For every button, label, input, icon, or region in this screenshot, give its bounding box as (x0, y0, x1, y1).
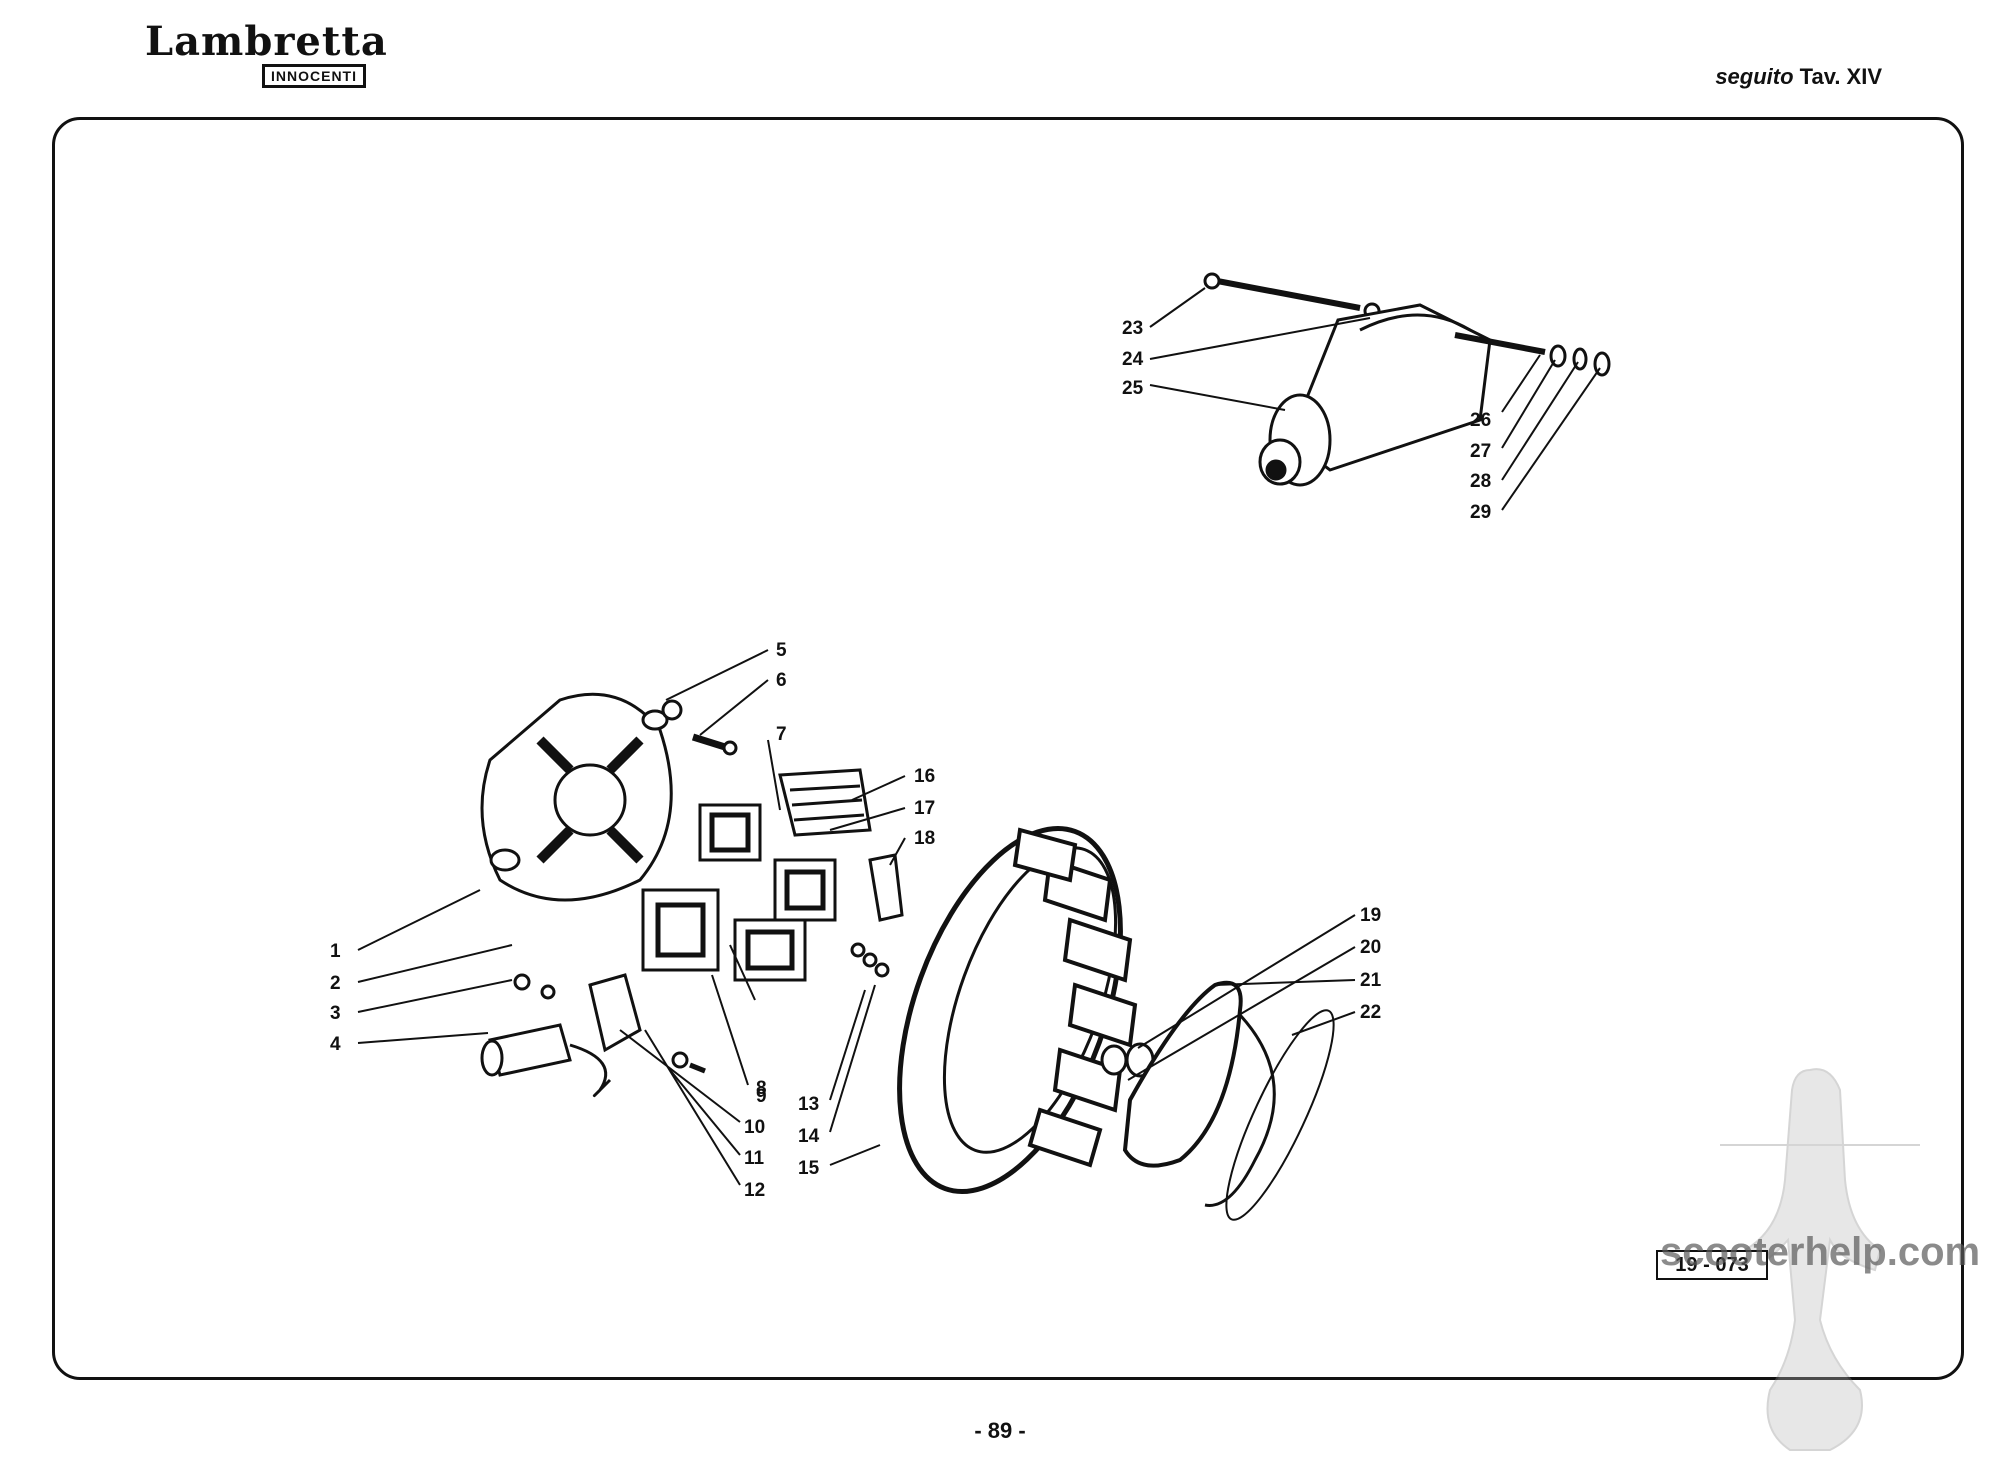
plate-name: Tav. XIV (1799, 64, 1882, 89)
brand-logo: Lambretta (145, 18, 388, 65)
parts-drawing (480, 272, 1611, 1221)
callout-22: 22 (1360, 1002, 1381, 1023)
callout-labels: 1 2 3 4 5 6 7 8 9 10 11 12 13 14 15 16 1… (330, 318, 1491, 1201)
callout-14: 14 (798, 1126, 820, 1147)
page-number: - 89 - (974, 1418, 1026, 1443)
callout-19: 19 (1360, 905, 1381, 926)
callout-2: 2 (330, 973, 341, 994)
callout-27: 27 (1470, 441, 1491, 462)
reference-code: 19 - 073 (1656, 1250, 1768, 1280)
plate-title: seguito Tav. XIV (1715, 64, 1882, 90)
callout-24: 24 (1122, 349, 1144, 370)
starter-motor-part (1203, 272, 1611, 487)
cover-part (1100, 980, 1335, 1221)
callout-8: 8 (756, 1078, 767, 1099)
callout-12: 12 (744, 1180, 765, 1201)
stator-plate-part (480, 692, 673, 902)
coils-part (641, 768, 904, 982)
callout-1: 1 (330, 941, 341, 962)
callout-6: 6 (776, 670, 787, 691)
callout-18: 18 (914, 828, 935, 849)
watermark-text: scooterhelp.com (1660, 1230, 1981, 1274)
callout-9: 9 (756, 1086, 767, 1107)
callout-25: 25 (1122, 378, 1144, 399)
callout-16: 16 (914, 766, 935, 787)
callout-4: 4 (330, 1034, 341, 1055)
callout-5: 5 (776, 640, 787, 661)
leader-lines (357, 287, 1601, 1186)
callout-29: 29 (1470, 502, 1491, 523)
callout-13: 13 (798, 1094, 819, 1115)
plate-prefix: seguito (1715, 64, 1794, 89)
callout-11: 11 (744, 1148, 765, 1169)
callout-20: 20 (1360, 937, 1381, 958)
callout-17: 17 (914, 798, 935, 819)
condenser-part (480, 699, 738, 1098)
callout-21: 21 (1360, 970, 1382, 991)
callout-15: 15 (798, 1158, 820, 1179)
callout-26: 26 (1470, 410, 1491, 431)
callout-28: 28 (1470, 471, 1491, 492)
callout-23: 23 (1122, 318, 1143, 339)
callout-7: 7 (776, 724, 787, 745)
scooter-watermark-image (1720, 1068, 1920, 1451)
flywheel-part (850, 826, 1138, 1194)
callout-3: 3 (330, 1003, 341, 1024)
callout-10: 10 (744, 1117, 765, 1138)
brand-sub-logo: INNOCENTI (262, 64, 366, 88)
diagram-frame (52, 117, 1964, 1380)
